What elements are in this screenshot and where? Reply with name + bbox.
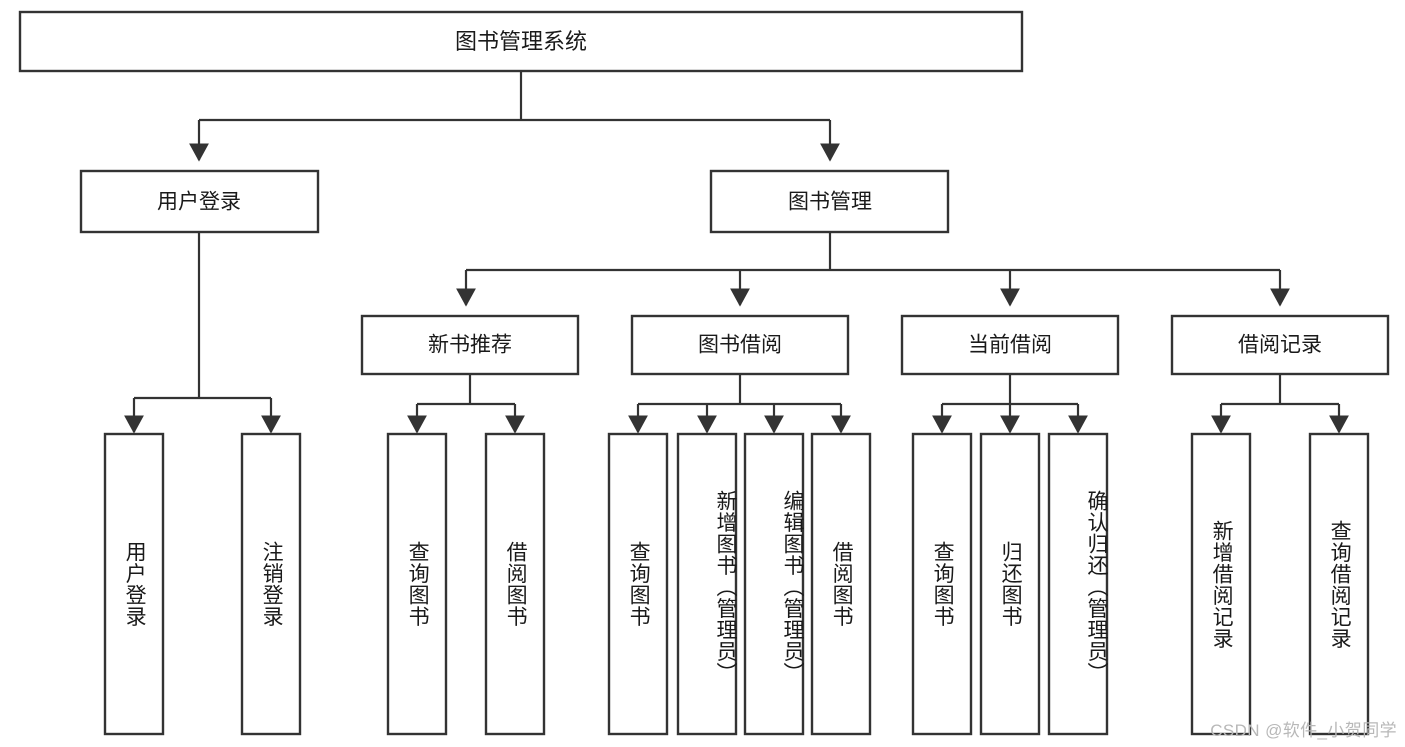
connector-group-current-borrow [932,374,1088,434]
csdn-watermark: CSDN @软件_小贺同学 [1210,721,1397,740]
leaf-group-current-borrow [911,432,1109,736]
leaf-box-new-book-1[interactable] [484,432,546,736]
leaf-box-book-borrow-0[interactable] [607,432,669,736]
node-borrow-record[interactable]: 借阅记录 [1170,314,1390,376]
node-book-borrow-label: 图书借阅 [698,334,782,357]
leaf-box-user-login-0[interactable] [103,432,165,736]
leaf-group-book-borrow [607,432,872,736]
connector-group-new-book [407,374,525,434]
connector-group-borrow-record [1211,374,1349,434]
leaf-box-book-borrow-3[interactable] [810,432,872,736]
node-book-management-box[interactable] [709,169,950,234]
connector-group-root [189,71,840,162]
leaf-box-book-borrow-1[interactable] [676,432,738,736]
node-current-borrow-label: 当前借阅 [968,334,1052,357]
leaf-group-borrow-record [1190,432,1370,736]
node-book-management[interactable]: 图书管理 [709,169,950,234]
node-book-management-label: 图书管理 [788,191,872,214]
connector-group-user-login [124,232,281,434]
node-root-label: 图书管理系统 [455,29,587,54]
node-user-login-label: 用户登录 [157,191,241,214]
leaf-group-new-book-recommend [386,432,546,736]
node-borrow-record-box[interactable] [1170,314,1390,376]
leaf-box-current-borrow-0[interactable] [911,432,973,736]
node-root-box[interactable] [18,10,1024,73]
node-user-login[interactable]: 用户登录 [79,169,320,234]
leaf-box-current-borrow-1[interactable] [979,432,1041,736]
node-borrow-record-label: 借阅记录 [1238,334,1322,357]
leaf-box-user-login-1[interactable] [240,432,302,736]
node-root-system[interactable]: 图书管理系统 [18,10,1024,73]
node-current-borrow[interactable]: 当前借阅 [900,314,1120,376]
connector-group-book-mgmt [456,232,1290,307]
leaf-box-current-borrow-2[interactable] [1047,432,1109,736]
leaf-box-book-borrow-2[interactable] [743,432,805,736]
leaf-box-borrow-record-0[interactable] [1190,432,1252,736]
node-book-borrow[interactable]: 图书借阅 [630,314,850,376]
leaf-box-borrow-record-1[interactable] [1308,432,1370,736]
node-new-book-recommend-box[interactable] [360,314,580,376]
node-current-borrow-box[interactable] [900,314,1120,376]
node-new-book-recommend-label: 新书推荐 [428,334,512,357]
node-book-borrow-box[interactable] [630,314,850,376]
node-user-login-box[interactable] [79,169,320,234]
leaf-group-user-login [103,432,302,736]
leaf-box-new-book-0[interactable] [386,432,448,736]
node-new-book-recommend[interactable]: 新书推荐 [360,314,580,376]
connector-group-book-borrow [628,374,851,434]
